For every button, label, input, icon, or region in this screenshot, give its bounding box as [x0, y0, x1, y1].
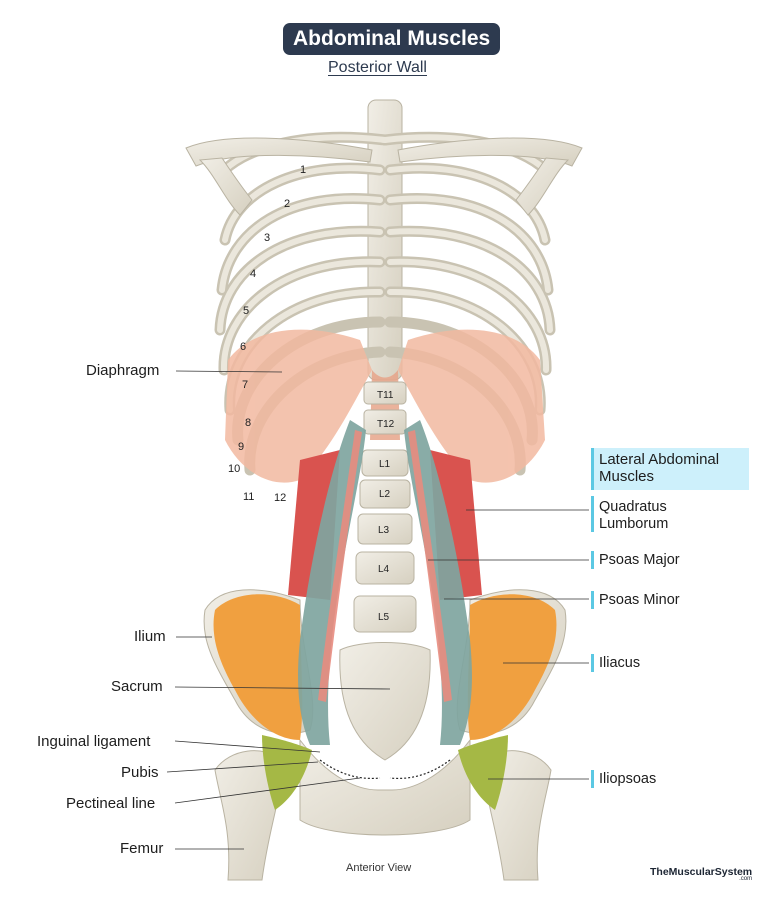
label-psoas-major: Psoas Major	[599, 552, 680, 568]
inguinal-ligament-line	[319, 759, 451, 780]
vertebra-t11: T11	[377, 390, 394, 401]
label-psoas-minor: Psoas Minor	[599, 592, 680, 608]
vertebra-l3: L3	[378, 525, 390, 536]
iliacus-muscle	[213, 594, 557, 740]
rib-number-8: 8	[245, 417, 251, 429]
label-pectineal-line: Pectineal line	[66, 795, 156, 812]
accent-bar-iliopsoas	[591, 770, 594, 788]
rib-number-12: 12	[274, 492, 286, 504]
label-diaphragm: Diaphragm	[86, 362, 160, 379]
brand-name: TheMuscularSystem	[650, 866, 753, 878]
accent-bar-quadratus	[591, 496, 594, 532]
rib-number-3: 3	[264, 232, 270, 244]
rib-cage-inner	[217, 134, 553, 413]
label-iliacus: Iliacus	[599, 655, 641, 671]
accent-bar-psoas-major	[591, 551, 594, 569]
lateral-group-box	[591, 448, 749, 490]
label-inguinal-ligament: Inguinal ligament	[37, 733, 151, 750]
label-sacrum: Sacrum	[111, 678, 163, 695]
label-iliopsoas: Iliopsoas	[599, 771, 657, 787]
diagram-title: Abdominal Muscles	[283, 23, 501, 55]
clavicles	[185, 137, 583, 216]
brand-logo: TheMuscularSystem .com	[650, 866, 752, 882]
iliopsoas-muscle	[262, 735, 508, 810]
rib-numbers: 1 2 3 4 5 6 7 8 9 10 11 12	[228, 164, 306, 504]
rib-number-5: 5	[243, 305, 249, 317]
vertebra-t12: T12	[377, 419, 395, 430]
lateral-group-accent	[591, 448, 594, 490]
view-caption: Anterior View	[346, 862, 412, 874]
vertebra-l4: L4	[378, 564, 390, 575]
rib-number-11: 11	[243, 491, 254, 503]
brand-suffix: .com	[739, 876, 753, 882]
vertebra-l2: L2	[379, 489, 391, 500]
rib-number-6: 6	[240, 341, 246, 353]
rib-number-10: 10	[228, 463, 240, 475]
label-ilium: Ilium	[134, 628, 166, 645]
rib-number-2: 2	[284, 198, 290, 210]
vertebra-l5: L5	[378, 612, 390, 623]
rib-number-7: 7	[242, 379, 248, 391]
vertebra-l1: L1	[379, 459, 391, 470]
label-lateral-abdominal-muscles: Lateral Abdominal Muscles	[599, 451, 720, 485]
accent-bar-psoas-minor	[591, 591, 594, 609]
psoas-minor-muscle	[318, 430, 452, 702]
accent-bar-iliacus	[591, 654, 594, 672]
vertebra-labels: T11 T12 L1 L2 L3 L4 L5	[377, 390, 395, 623]
label-femur: Femur	[120, 840, 164, 857]
label-pubis: Pubis	[121, 764, 159, 781]
rib-number-4: 4	[250, 268, 256, 280]
rib-number-9: 9	[238, 441, 244, 453]
lumbar-vertebrae	[353, 381, 417, 633]
diagram-subtitle: Posterior Wall	[328, 59, 427, 76]
rib-number-1: 1	[300, 164, 306, 176]
leader-lines	[166, 370, 589, 850]
label-quadratus-lumborum: Quadratus Lumborum	[599, 499, 669, 532]
